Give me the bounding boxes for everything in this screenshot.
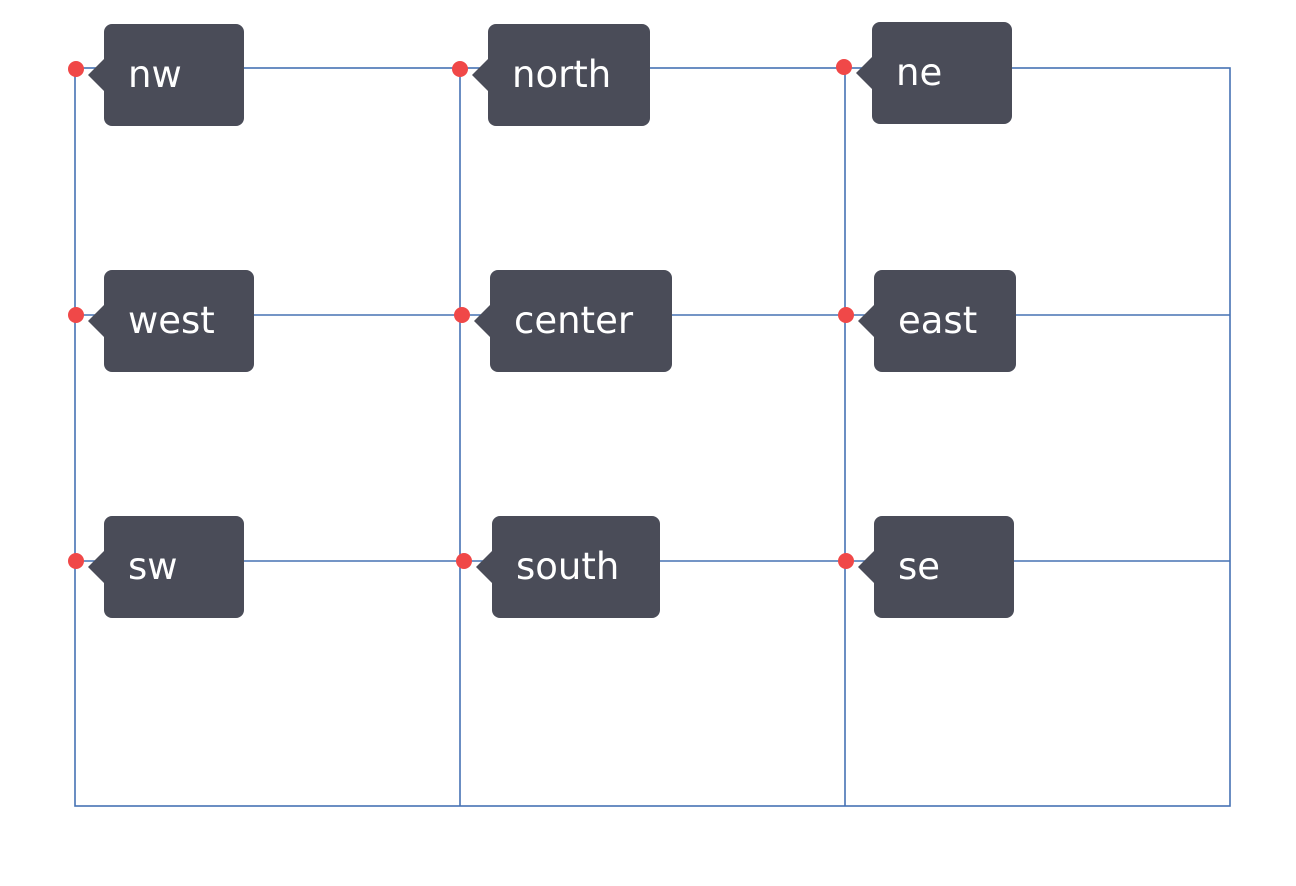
anchor-dot-ne [836, 59, 852, 75]
tooltip-se: se [858, 516, 1014, 618]
tooltip-arrow [858, 305, 874, 337]
tooltip-label-east: east [898, 299, 978, 342]
tooltip-sw: sw [88, 516, 244, 618]
anchor-dot-east [838, 307, 854, 323]
grid-frame [74, 67, 1231, 807]
anchor-dot-sw [68, 553, 84, 569]
tooltip-label-north: north [512, 53, 612, 96]
tooltip-east: east [858, 270, 1016, 372]
tooltip-arrow [88, 59, 104, 91]
anchor-dot-se [838, 553, 854, 569]
tooltip-arrow [474, 305, 490, 337]
anchor-dot-south [456, 553, 472, 569]
tooltip-label-west: west [128, 299, 215, 342]
tooltip-center: center [474, 270, 672, 372]
tooltip-label-se: se [898, 545, 941, 588]
tooltip-arrow [88, 305, 104, 337]
tooltip-arrow [476, 551, 492, 583]
tooltip-nw: nw [88, 24, 244, 126]
tooltip-south: south [476, 516, 660, 618]
tooltip-label-sw: sw [128, 545, 178, 588]
tooltip-label-nw: nw [128, 53, 182, 96]
tooltip-arrow [856, 57, 872, 89]
anchor-dot-north [452, 61, 468, 77]
tooltip-north: north [472, 24, 650, 126]
tooltip-west: west [88, 270, 254, 372]
tooltip-ne: ne [856, 22, 1012, 124]
tooltip-arrow [472, 59, 488, 91]
anchor-dot-center [454, 307, 470, 323]
tooltip-arrow [858, 551, 874, 583]
tooltip-label-south: south [516, 545, 620, 588]
anchor-dot-west [68, 307, 84, 323]
tooltip-label-ne: ne [896, 51, 943, 94]
tooltip-label-center: center [514, 299, 634, 342]
anchor-dot-nw [68, 61, 84, 77]
tooltip-arrow [88, 551, 104, 583]
